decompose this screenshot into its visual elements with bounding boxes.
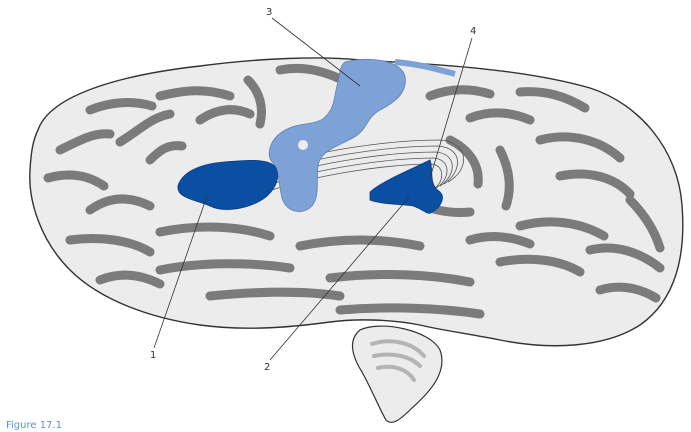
callout-4: 4 xyxy=(470,26,476,37)
figure-caption: Figure 17.1 xyxy=(6,420,62,431)
callout-1: 1 xyxy=(150,350,156,361)
callout-3: 3 xyxy=(266,7,272,18)
callout-2: 2 xyxy=(264,362,270,373)
cerebellum xyxy=(353,326,442,422)
